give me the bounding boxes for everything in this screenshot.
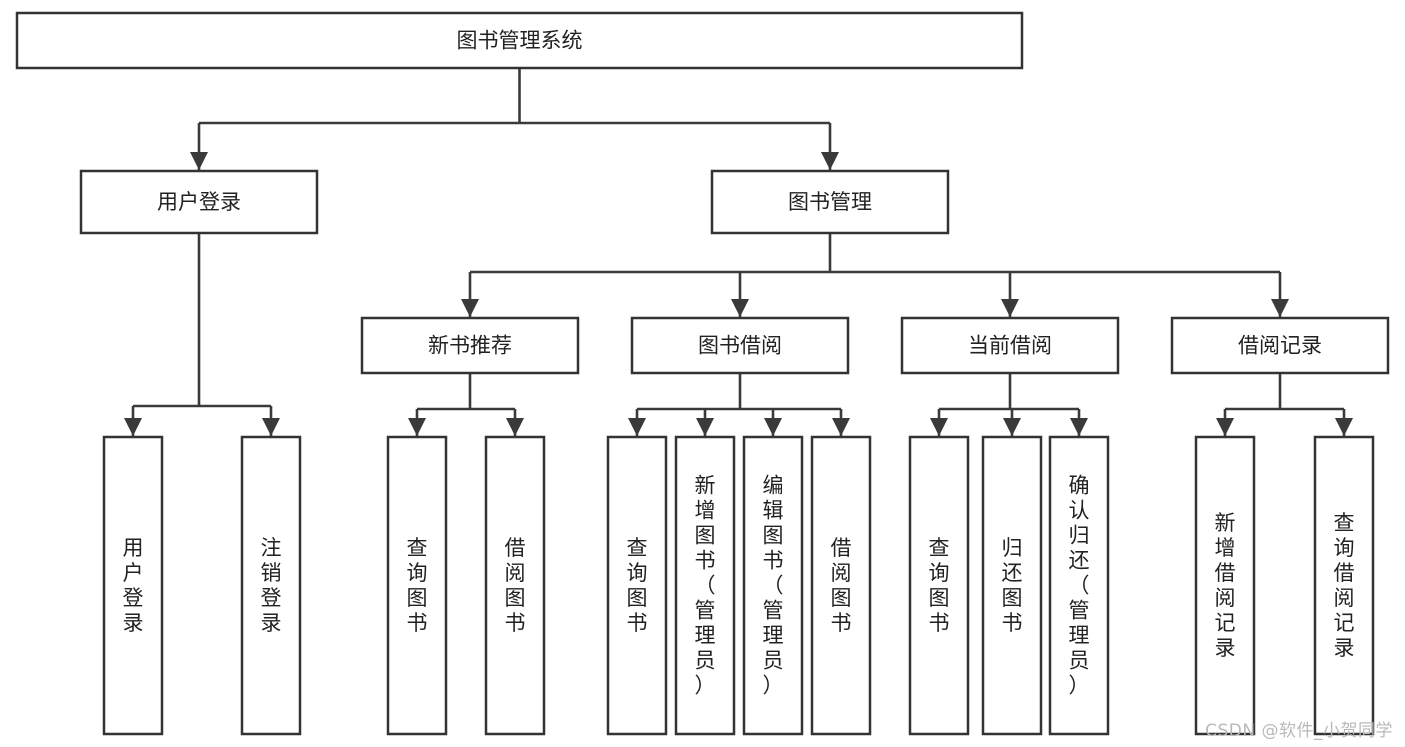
book-borrow-to-leaves-arrow-1 <box>696 418 714 436</box>
node-box[interactable] <box>810 435 872 736</box>
root-to-level1-arrow-1 <box>821 152 839 170</box>
node-label: 借阅图书 <box>831 536 852 635</box>
node-leaf-add-book[interactable]: 新增图书（管理员） <box>674 435 736 736</box>
new-book-recommend-to-leaves-arrow-0 <box>408 418 426 436</box>
node-box[interactable] <box>79 169 319 235</box>
node-box[interactable] <box>386 435 448 736</box>
node-box[interactable] <box>360 316 580 375</box>
node-label: 查询图书 <box>929 536 950 635</box>
node-label: 用户登录 <box>157 190 241 214</box>
node-box[interactable] <box>710 169 950 235</box>
node-box[interactable] <box>1048 435 1110 736</box>
node-current-borrow[interactable]: 当前借阅 <box>900 316 1120 375</box>
node-box[interactable] <box>900 316 1120 375</box>
node-box[interactable] <box>742 435 804 736</box>
node-leaf-query-book-2[interactable]: 查询图书 <box>606 435 668 736</box>
current-borrow-to-leaves-arrow-1 <box>1003 418 1021 436</box>
node-leaf-query-record[interactable]: 查询借阅记录 <box>1313 435 1375 736</box>
bookmgmt-to-level2-arrow-0 <box>461 299 479 317</box>
node-label: 图书管理系统 <box>457 29 583 53</box>
book-borrow-to-leaves-arrow-2 <box>764 418 782 436</box>
node-box[interactable] <box>1194 435 1256 736</box>
node-leaf-user-login[interactable]: 用户登录 <box>102 435 164 736</box>
node-box[interactable] <box>606 435 668 736</box>
user-login-to-leaves-arrow-0 <box>124 418 142 436</box>
node-box[interactable] <box>484 435 546 736</box>
node-label: 图书管理 <box>788 190 872 214</box>
book-borrow-to-leaves-arrow-3 <box>832 418 850 436</box>
node-label: 图书借阅 <box>698 334 782 358</box>
node-leaf-query-book-3[interactable]: 查询图书 <box>908 435 970 736</box>
new-book-recommend-to-leaves-arrow-1 <box>506 418 524 436</box>
node-leaf-confirm-return[interactable]: 确认归还（管理员） <box>1048 435 1110 736</box>
node-root[interactable]: 图书管理系统 <box>15 11 1024 70</box>
node-label: 确认归还（管理员） <box>1069 474 1090 698</box>
node-box[interactable] <box>1313 435 1375 736</box>
user-login-to-leaves-arrow-1 <box>262 418 280 436</box>
node-leaf-query-book-1[interactable]: 查询图书 <box>386 435 448 736</box>
node-label: 编辑图书（管理员） <box>763 474 784 698</box>
node-box[interactable] <box>15 11 1024 70</box>
node-label: 查询图书 <box>627 536 648 635</box>
node-leaf-return-book[interactable]: 归还图书 <box>981 435 1043 736</box>
borrow-record-to-leaves-arrow-1 <box>1335 418 1353 436</box>
node-leaf-borrow-book-1[interactable]: 借阅图书 <box>484 435 546 736</box>
node-box[interactable] <box>1170 316 1390 375</box>
node-label: 注销登录 <box>261 536 282 635</box>
root-to-level1-arrow-0 <box>190 152 208 170</box>
node-layer: 图书管理系统用户登录图书管理新书推荐图书借阅当前借阅借阅记录用户登录注销登录查询… <box>15 11 1390 736</box>
node-leaf-logout[interactable]: 注销登录 <box>240 435 302 736</box>
current-borrow-to-leaves-arrow-0 <box>930 418 948 436</box>
node-label: 当前借阅 <box>968 334 1052 358</box>
node-label: 用户登录 <box>123 536 144 635</box>
node-label: 归还图书 <box>1002 536 1023 635</box>
node-leaf-borrow-book-2[interactable]: 借阅图书 <box>810 435 872 736</box>
node-leaf-add-record[interactable]: 新增借阅记录 <box>1194 435 1256 736</box>
connector-layer <box>124 68 1353 436</box>
node-user-login[interactable]: 用户登录 <box>79 169 319 235</box>
node-new-book-recommend[interactable]: 新书推荐 <box>360 316 580 375</box>
node-leaf-edit-book[interactable]: 编辑图书（管理员） <box>742 435 804 736</box>
borrow-record-to-leaves-arrow-0 <box>1216 418 1234 436</box>
node-label: 新增借阅记录 <box>1215 511 1236 660</box>
node-borrow-record[interactable]: 借阅记录 <box>1170 316 1390 375</box>
node-box[interactable] <box>240 435 302 736</box>
node-book-borrow[interactable]: 图书借阅 <box>630 316 850 375</box>
bookmgmt-to-level2-arrow-3 <box>1271 299 1289 317</box>
node-label: 查询借阅记录 <box>1334 511 1355 660</box>
bookmgmt-to-level2-arrow-2 <box>1001 299 1019 317</box>
node-box[interactable] <box>981 435 1043 736</box>
node-label: 查询图书 <box>407 536 428 635</box>
current-borrow-to-leaves-arrow-2 <box>1070 418 1088 436</box>
node-box[interactable] <box>674 435 736 736</box>
node-box[interactable] <box>908 435 970 736</box>
node-label: 借阅记录 <box>1238 334 1322 358</box>
node-box[interactable] <box>102 435 164 736</box>
node-book-management[interactable]: 图书管理 <box>710 169 950 235</box>
node-box[interactable] <box>630 316 850 375</box>
book-borrow-to-leaves-arrow-0 <box>628 418 646 436</box>
node-label: 借阅图书 <box>505 536 526 635</box>
node-label: 新书推荐 <box>428 334 512 358</box>
bookmgmt-to-level2-arrow-1 <box>731 299 749 317</box>
node-label: 新增图书（管理员） <box>695 474 716 698</box>
